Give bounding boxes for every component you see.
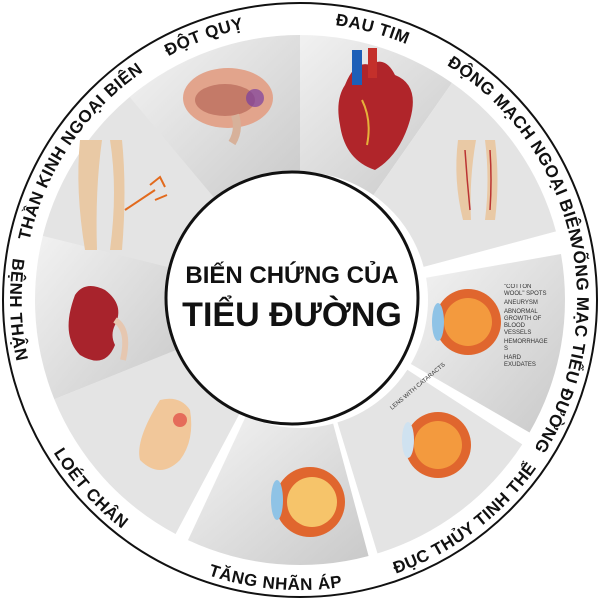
- retina-notes: "COTTON WOOL" SPOTS ANEURYSM ABNORMAL GR…: [504, 284, 548, 368]
- legs-arteries-icon: [456, 140, 498, 220]
- glaucoma-eye-icon: [271, 467, 345, 537]
- retina-note: HEMORRHAGES: [504, 339, 548, 352]
- brain-icon: [183, 68, 273, 146]
- foot-ulcer-icon: [139, 398, 192, 470]
- retina-eye-icon: "COTTON WOOL" SPOTS ANEURYSM ABNORMAL GR…: [432, 284, 548, 368]
- center-circle: [164, 170, 420, 426]
- retina-note: ABNORMAL GROWTH OF BLOOD VESSELS: [504, 309, 542, 336]
- heart-icon: [338, 48, 413, 170]
- title-line2: TIỂU ĐƯỜNG: [182, 296, 402, 334]
- retina-note: ANEURYSM: [504, 300, 538, 306]
- title-line1: BIẾN CHỨNG CỦA: [185, 260, 398, 289]
- retina-note: HARD EXUDATES: [504, 355, 536, 368]
- retina-note: "COTTON WOOL" SPOTS: [504, 284, 547, 297]
- kidney-icon: [68, 286, 129, 361]
- legs-nerves-icon: [78, 140, 168, 250]
